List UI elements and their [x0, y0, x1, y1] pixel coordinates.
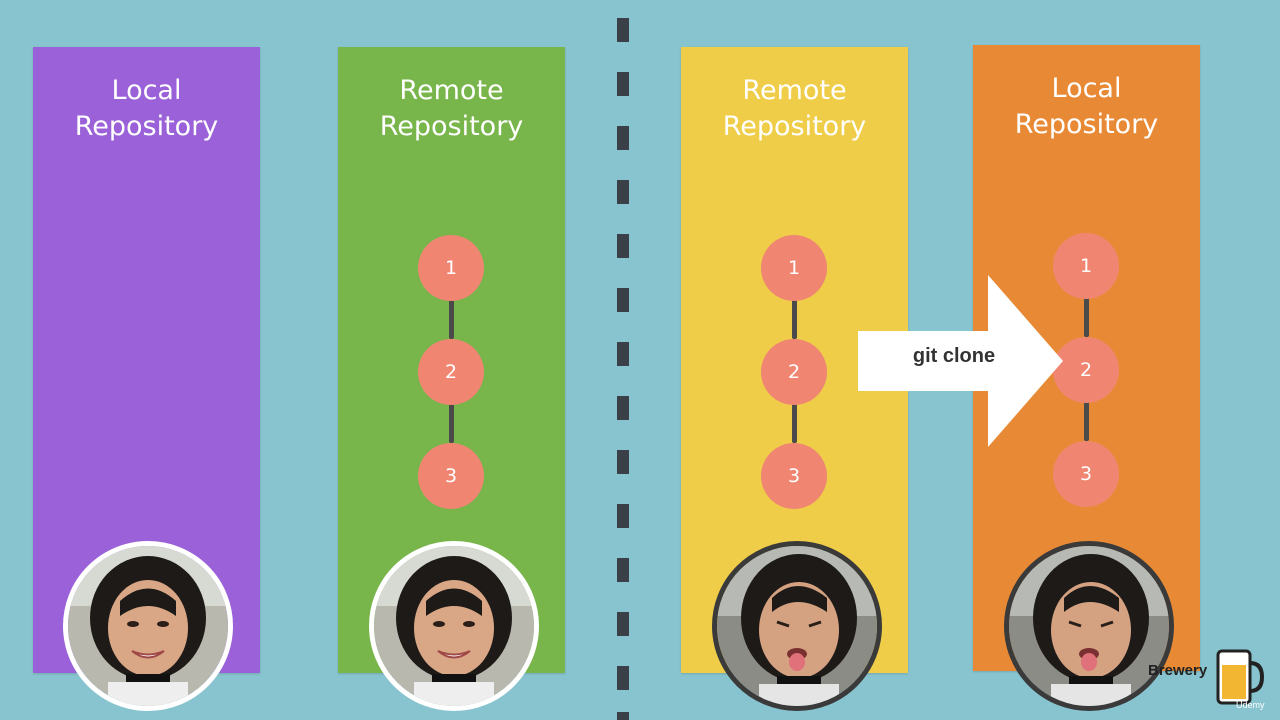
avatar-tongue-out	[712, 541, 882, 711]
divider-dash	[617, 558, 629, 582]
udemy-watermark: Udemy	[1236, 700, 1265, 710]
divider-dash	[617, 396, 629, 420]
divider-dash	[617, 288, 629, 312]
commit-link	[1084, 401, 1089, 441]
commit-node-1: 1	[1053, 233, 1119, 299]
commit-link	[449, 403, 454, 443]
divider-dash	[617, 180, 629, 204]
commit-node-2: 2	[1053, 337, 1119, 403]
divider-dash	[617, 450, 629, 474]
avatar-smiling	[369, 541, 539, 711]
brand-text: Brewery	[1148, 662, 1208, 679]
arrow-label: git clone	[912, 345, 996, 367]
commit-node-3: 3	[418, 443, 484, 509]
divider-dash	[617, 72, 629, 96]
face-image	[717, 546, 877, 706]
panel-title: Local Repository	[1014, 73, 1159, 140]
divider-dash	[617, 612, 629, 636]
divider-dash	[617, 666, 629, 690]
divider-dash	[617, 342, 629, 366]
commit-node-3: 3	[1053, 441, 1119, 507]
arrow-icon	[858, 275, 1063, 447]
panel-title: Remote Repository	[722, 75, 867, 142]
avatar-tongue-out	[1004, 541, 1174, 711]
commit-node-1: 1	[418, 235, 484, 301]
commit-link	[1084, 297, 1089, 337]
face-image	[1009, 546, 1169, 706]
commit-node-1: 1	[761, 235, 827, 301]
commit-link	[792, 299, 797, 339]
panel-title: Remote Repository	[379, 75, 524, 142]
divider-dash	[617, 18, 629, 42]
panel-local-repository-right: Local Repository 1 2 3	[973, 45, 1200, 671]
face-image	[374, 546, 534, 706]
panel-title: Local Repository	[74, 75, 219, 142]
commit-node-2: 2	[418, 339, 484, 405]
divider-dash	[617, 712, 629, 720]
git-clone-arrow: git clone	[858, 275, 1068, 451]
commit-node-3: 3	[761, 443, 827, 509]
divider-dash	[617, 504, 629, 528]
divider-dash	[617, 126, 629, 150]
commit-link	[792, 403, 797, 443]
commit-node-2: 2	[761, 339, 827, 405]
avatar-smiling	[63, 541, 233, 711]
face-image	[68, 546, 228, 706]
beer-mug-icon	[1216, 649, 1265, 705]
commit-link	[449, 299, 454, 339]
divider-dash	[617, 234, 629, 258]
